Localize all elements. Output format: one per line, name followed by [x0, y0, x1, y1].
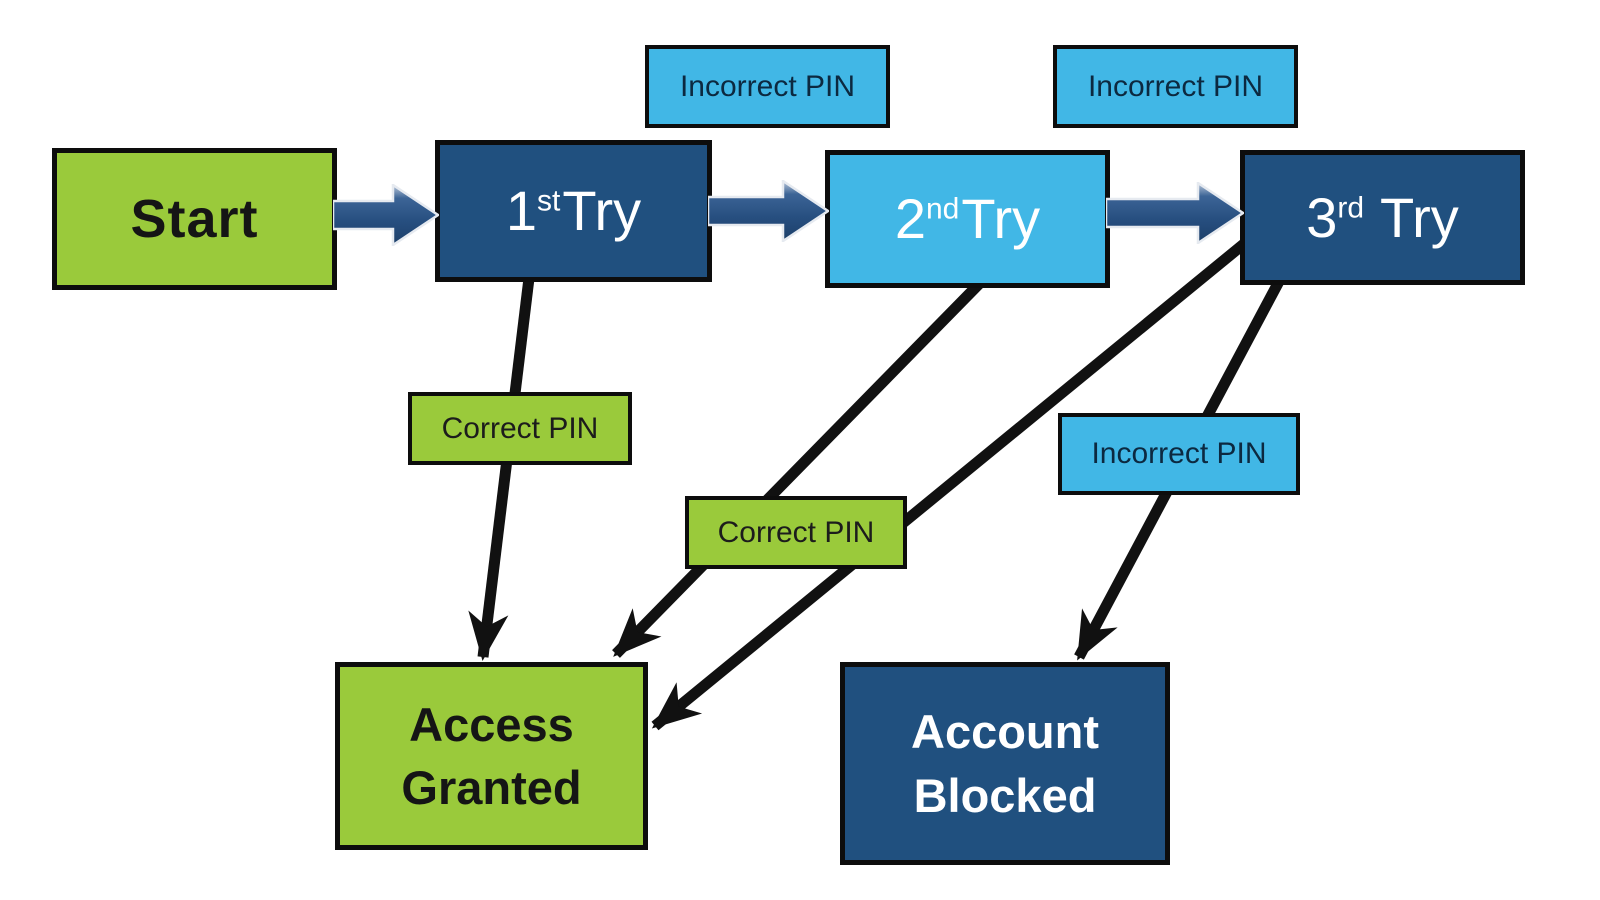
node-first-try-label: 1stTry — [505, 179, 642, 242]
edge-label-incorrect-pin-2-text: Incorrect PIN — [1087, 69, 1264, 103]
edge-label-incorrect-pin-2: Incorrect PIN — [1053, 45, 1298, 128]
node-access-granted: Access Granted — [335, 662, 648, 850]
connector-try3-to-access-granted — [651, 229, 1260, 731]
node-second-try-label: 2ndTry — [894, 187, 1041, 250]
edge-label-correct-pin-2-text: Correct PIN — [717, 515, 875, 549]
edge-label-incorrect-pin-1-text: Incorrect PIN — [679, 69, 856, 103]
connector-try2-to-access-granted — [612, 279, 984, 658]
edge-label-correct-pin-1: Correct PIN — [408, 392, 632, 465]
edge-label-incorrect-pin-3-text: Incorrect PIN — [1091, 437, 1267, 470]
flow-arrow-try2-to-try3 — [1106, 182, 1244, 244]
edge-label-incorrect-pin-1: Incorrect PIN — [645, 45, 890, 128]
node-account-blocked: Account Blocked — [840, 662, 1170, 865]
edge-label-correct-pin-1-text: Correct PIN — [441, 411, 599, 445]
flow-arrow-start-to-try1 — [333, 184, 439, 246]
flow-arrow-try1-to-try2 — [708, 180, 829, 242]
node-start-label: Start — [130, 189, 259, 249]
node-start: Start — [52, 148, 337, 290]
node-account-blocked-label: Account Blocked — [911, 705, 1099, 822]
node-first-try: 1stTry — [435, 140, 712, 282]
edge-label-correct-pin-2: Correct PIN — [685, 496, 907, 569]
edge-label-incorrect-pin-3: Incorrect PIN — [1058, 413, 1300, 495]
node-second-try: 2ndTry — [825, 150, 1110, 288]
node-access-granted-label: Access Granted — [401, 697, 582, 814]
